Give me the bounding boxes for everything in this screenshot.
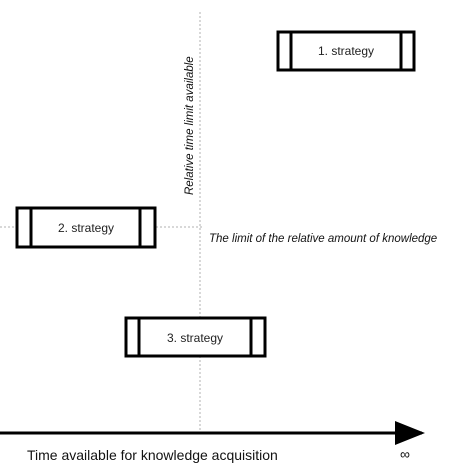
y-axis-label: Relative time limit available: [184, 56, 196, 195]
strategy-2-box: 2. strategy: [15, 206, 157, 249]
strategy-1-box: 1. strategy: [276, 30, 416, 72]
strategy-1-label: 1. strategy: [318, 44, 374, 58]
strategy-3-box: 3. strategy: [124, 316, 267, 358]
strategy-3-label: 3. strategy: [167, 331, 223, 345]
x-axis-label: Time available for knowledge acquisition: [27, 447, 278, 463]
strategy-2-label: 2. strategy: [58, 221, 114, 235]
infinity-symbol: ∞: [400, 446, 410, 462]
horizontal-line-label: The limit of the relative amount of know…: [209, 233, 437, 245]
